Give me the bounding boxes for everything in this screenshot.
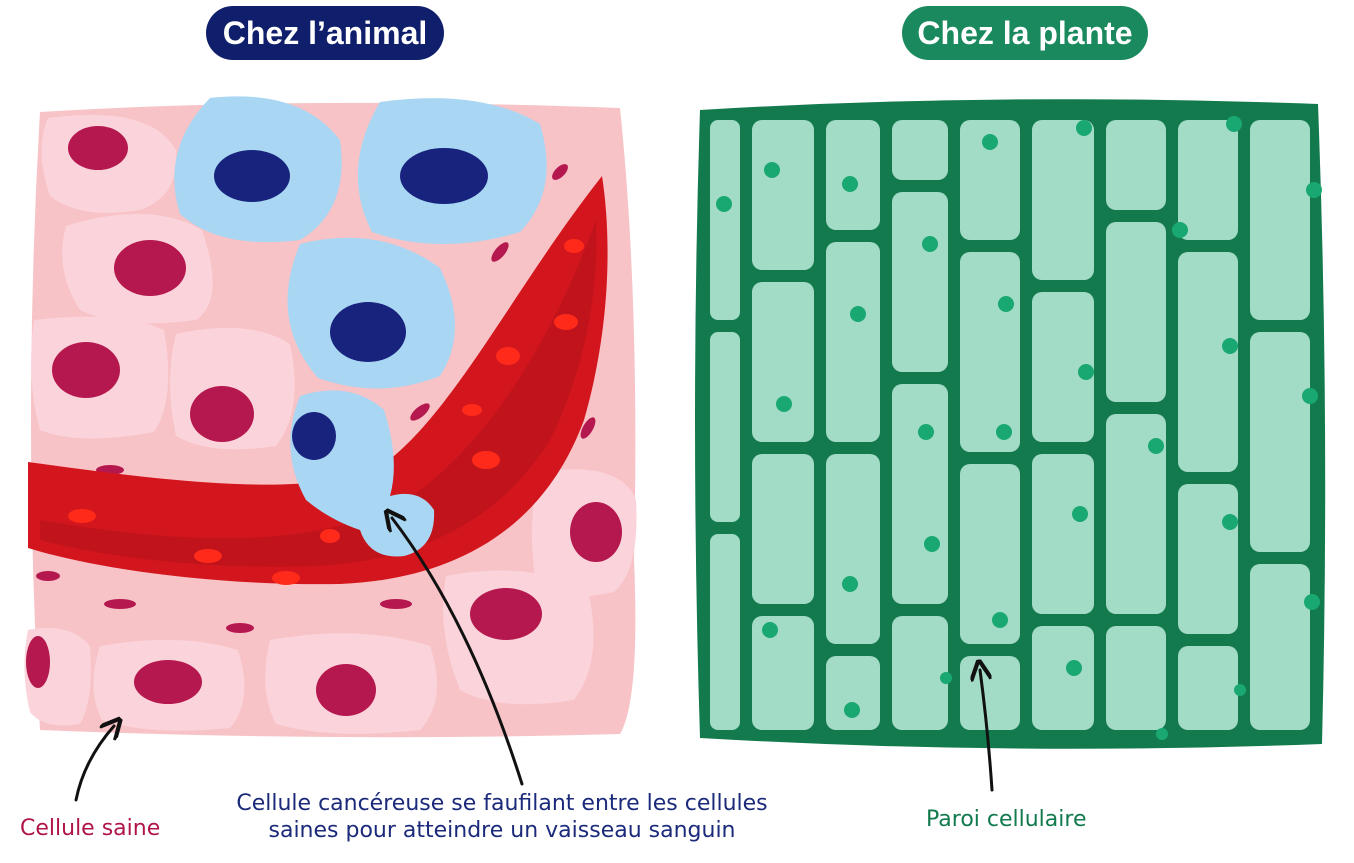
- healthy-cells: [24, 114, 637, 734]
- plant-tissue: [695, 99, 1326, 749]
- healthy-nucleus: [570, 502, 622, 562]
- healthy-nucleus: [470, 588, 542, 640]
- cancer-nucleus: [292, 412, 336, 460]
- arrow-cancer-cell: [392, 518, 524, 786]
- healthy-nucleus: [316, 664, 376, 716]
- arrow-healthy-cell: [74, 726, 114, 802]
- healthy-nucleus: [190, 386, 254, 442]
- small-cell-nucleus: [104, 599, 136, 609]
- cancer-nucleus: [214, 150, 290, 202]
- cancer-nucleus: [400, 148, 488, 204]
- cancer-cells: [174, 96, 547, 557]
- red-blood-cells: [68, 239, 584, 585]
- animal-tissue: [24, 96, 637, 738]
- small-cell-nucleus: [36, 571, 60, 581]
- title-plant: Chez la plante: [902, 6, 1148, 60]
- small-cell-nucleus: [410, 403, 430, 421]
- label-cell-wall: Paroi cellulaire: [926, 807, 1087, 832]
- healthy-nucleus: [114, 240, 186, 296]
- small-cell-nucleus: [580, 417, 596, 439]
- small-cell-nucleus: [491, 242, 509, 262]
- small-cell-nucleus: [552, 164, 568, 180]
- healthy-nucleus: [26, 636, 50, 688]
- plant-nuclei: [716, 116, 1322, 740]
- small-cell-nucleus: [380, 599, 412, 609]
- arrow-cell-wall: [980, 670, 994, 792]
- label-cancer-line-2: saines pour atteindre un vaisseau sangui…: [268, 818, 736, 843]
- healthy-nucleus: [52, 342, 120, 398]
- label-cancer-cell: Cellule cancéreuse se faufilant entre le…: [222, 790, 782, 844]
- blood-vessel-shade: [40, 220, 597, 567]
- title-animal: Chez l’animal: [206, 6, 444, 60]
- cancer-nucleus: [330, 302, 406, 362]
- healthy-nucleus: [134, 660, 202, 704]
- label-cancer-line-1: Cellule cancéreuse se faufilant entre le…: [236, 791, 768, 816]
- label-healthy-cell: Cellule saine: [20, 816, 161, 841]
- small-cell-nucleus: [226, 623, 254, 633]
- healthy-nucleus: [68, 126, 128, 170]
